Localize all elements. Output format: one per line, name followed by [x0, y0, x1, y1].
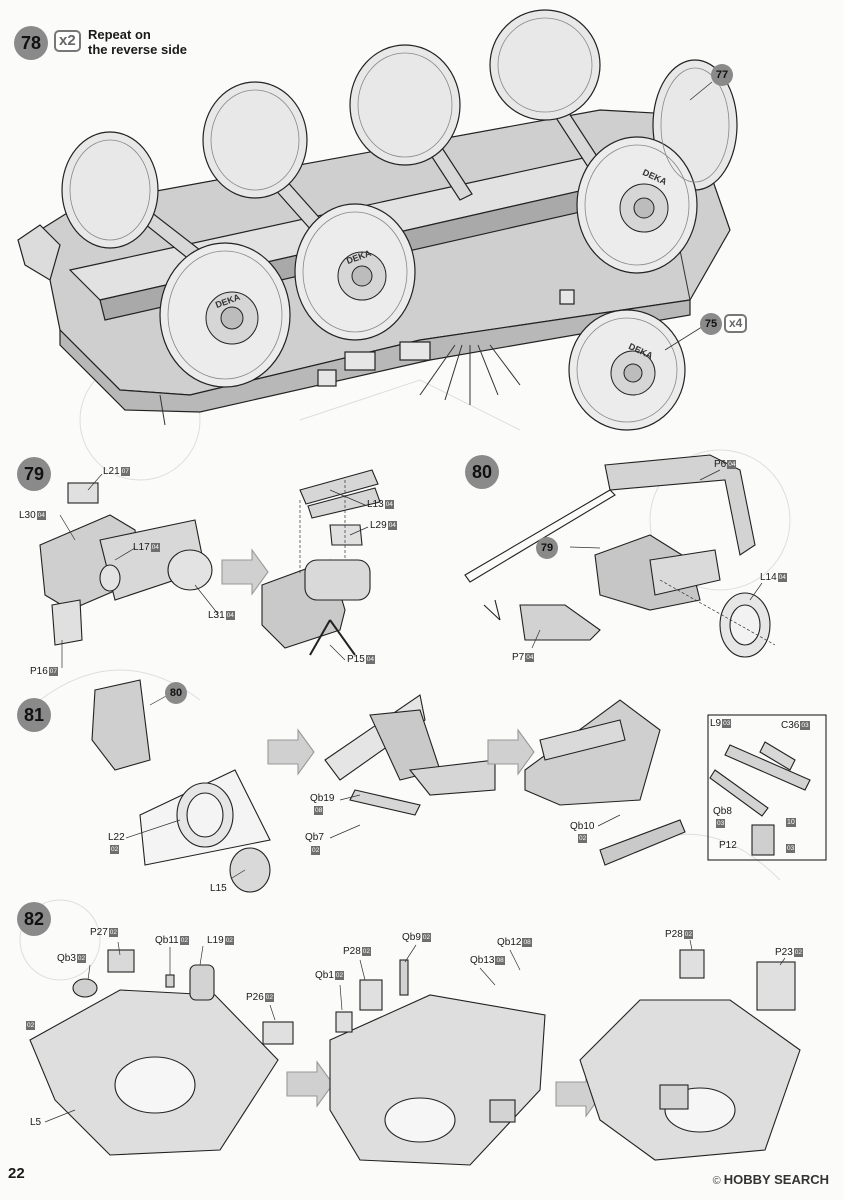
step-79-number: 79 — [17, 457, 51, 491]
watermark-brand: HOBBY SEARCH — [723, 1172, 829, 1187]
ghost-bleedthrough — [19, 359, 791, 981]
part-label-Qb10-sprue: 02 — [578, 834, 588, 843]
step-80-number: 80 — [465, 455, 499, 489]
part-label-Qb7-sprue: 02 — [311, 846, 321, 855]
part-label-Qb8-sprue: 03 — [716, 819, 726, 828]
part-label-P12-sprue: 03 — [786, 844, 796, 853]
part-label-Qb19: Qb19 — [310, 793, 335, 804]
step-78-note-line2: the reverse side — [88, 42, 188, 57]
ref-77: 77 — [711, 64, 733, 86]
step79-leaders — [59, 473, 369, 668]
ref-79: 79 — [536, 537, 558, 559]
step-78-multiplier: x2 — [54, 30, 81, 52]
part-label-Qb19-sprue: 08 — [314, 806, 324, 815]
step82-parts — [29, 949, 801, 1166]
step-81-number: 81 — [17, 698, 51, 732]
step78-wheels — [61, 9, 738, 431]
part-label-L15: L15 — [210, 883, 227, 894]
page-number: 22 — [8, 1165, 25, 1182]
ref-75-multiplier: x4 — [724, 314, 748, 333]
step-78-note: Repeat on the reverse side — [88, 27, 187, 57]
part-label-L22: L22 — [108, 832, 125, 843]
ref-80: 80 — [165, 682, 187, 704]
ref-75: 75 — [700, 313, 722, 335]
step80-leaders — [531, 469, 776, 649]
part-label-10-sprue: 10 — [786, 818, 796, 827]
step80-parts — [464, 454, 771, 658]
step79-parts — [39, 469, 381, 656]
part-label-L5-sprue: 02 — [26, 1021, 36, 1030]
step-82-number: 82 — [17, 902, 51, 936]
part-label-L5: L5 — [30, 1117, 42, 1128]
part-label-L22-sprue: 02 — [110, 845, 120, 854]
step-78-number: 78 — [14, 26, 48, 60]
part-label-P12: P12 — [719, 840, 737, 851]
step78-rods — [159, 249, 691, 426]
copyright-symbol: © — [712, 1175, 721, 1187]
part-label-Qb7: Qb7 — [305, 832, 324, 843]
step78-leaders — [664, 81, 713, 351]
step-78-note-line1: Repeat on — [88, 27, 151, 42]
step82-leaders — [44, 939, 786, 1123]
step81-parts — [91, 679, 827, 893]
part-label-Qb8: Qb8 — [713, 806, 732, 817]
watermark: © HOBBY SEARCH — [713, 1172, 829, 1187]
part-label-Qb10: Qb10 — [570, 821, 595, 832]
